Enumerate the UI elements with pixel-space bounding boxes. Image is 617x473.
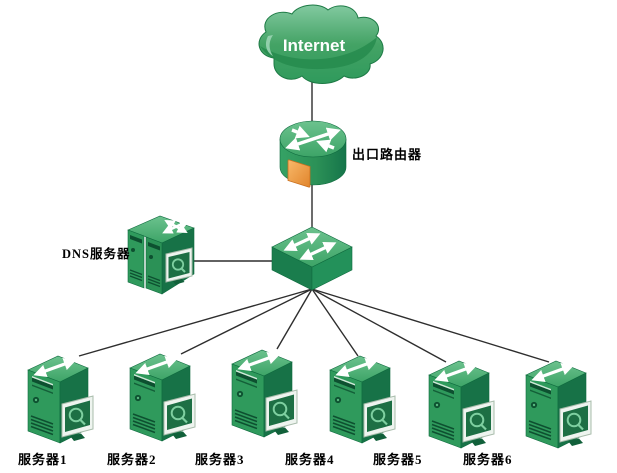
router-label: 出口路由器 [352, 147, 423, 162]
server-tower-icon [226, 343, 304, 441]
node-core-switch [270, 224, 354, 292]
server-tower-icon [124, 347, 202, 445]
server-4-label: 服务器4 [285, 452, 335, 467]
edge-switch-server-3 [276, 288, 313, 350]
router-icon [279, 120, 347, 188]
server-6-label: 服务器6 [463, 452, 513, 467]
server-1-label: 服务器1 [18, 452, 68, 467]
server-tower-icon [520, 354, 598, 452]
cloud-icon: Internet [258, 4, 384, 84]
node-server-3 [226, 343, 304, 441]
edge-switch-server-2 [180, 288, 313, 355]
server-group-icon [127, 215, 195, 295]
edge-switch-server-4 [311, 288, 359, 357]
node-server-2 [124, 347, 202, 445]
server-3-label: 服务器3 [195, 452, 245, 467]
server-tower-icon [22, 349, 100, 447]
server-2-label: 服务器2 [107, 452, 157, 467]
switch-icon [271, 226, 353, 291]
server-5-label: 服务器5 [373, 452, 423, 467]
node-server-6 [520, 354, 598, 452]
node-internet: Internet [246, 2, 388, 86]
dns-label: DNS服务器 [62, 247, 131, 261]
node-server-4 [324, 349, 402, 447]
node-server-5 [423, 354, 501, 452]
node-server-1 [22, 349, 100, 447]
edge-switch-server-1 [78, 288, 313, 357]
internet-label: Internet [283, 36, 346, 55]
node-egress-router [276, 118, 350, 194]
server-tower-icon [324, 349, 402, 447]
edge-switch-server-5 [311, 288, 447, 363]
server-tower-icon [423, 354, 501, 452]
edge-switch-server-6 [311, 288, 550, 363]
node-dns-server [120, 206, 200, 296]
